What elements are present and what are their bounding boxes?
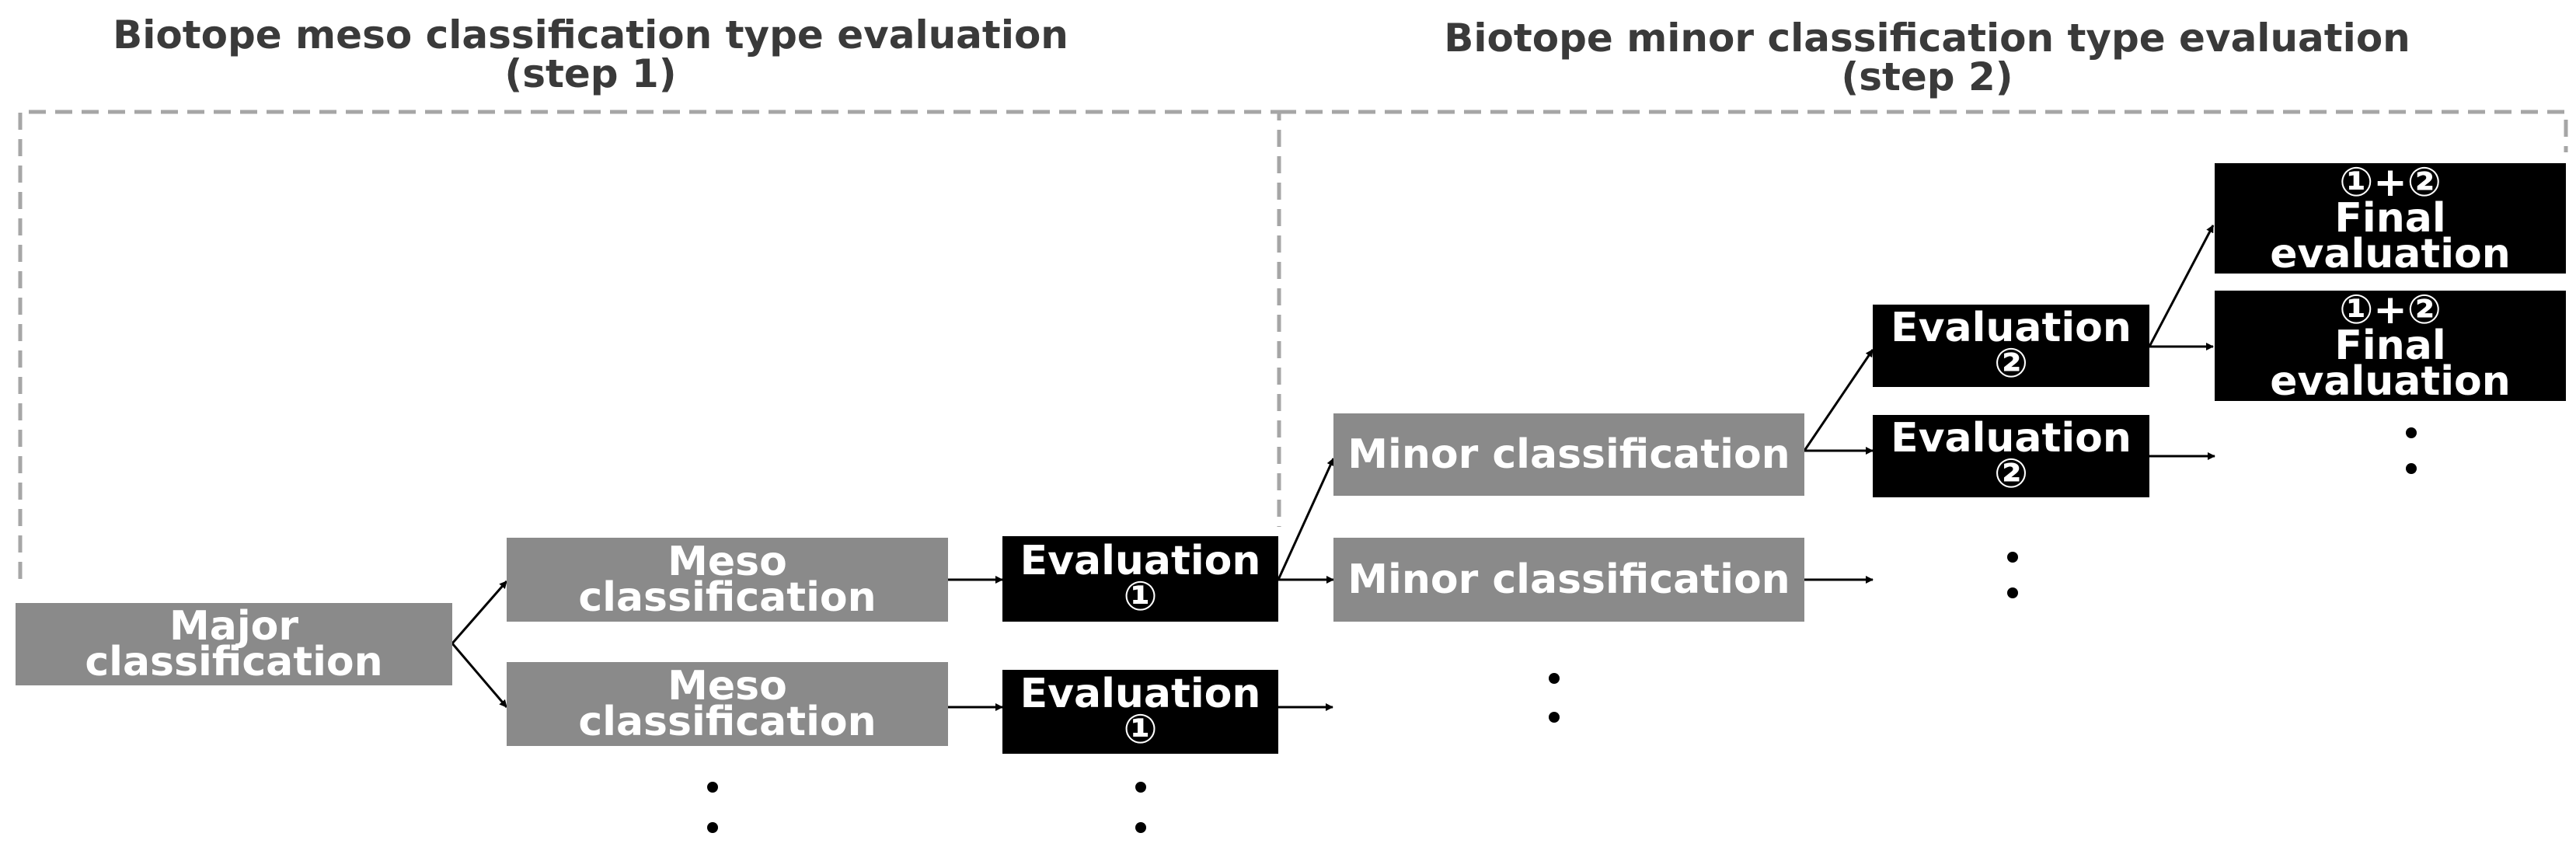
meso-2-label-line1: Meso (668, 663, 787, 709)
ellipsis-dot-meso-1 (707, 782, 718, 793)
minor-classification-box-1: Minor classification (1333, 413, 1804, 496)
meso-1-label-line1: Meso (668, 539, 787, 585)
step2-dashed-frame (1279, 110, 2568, 152)
meso-classification-box-2: Meso classification (507, 662, 948, 746)
eval2-b-label: Evaluation (1891, 415, 2132, 462)
major-label-line2: classification (85, 639, 383, 685)
final-evaluation-box-1: ①+② Final evaluation (2215, 159, 2566, 277)
meso-2-label-line2: classification (578, 699, 877, 745)
step2-title-line1: Biotope minor classification type evalua… (1444, 16, 2410, 61)
minor-1-label: Minor classification (1347, 431, 1790, 478)
ellipsis-dot-eval1-1 (1135, 782, 1146, 793)
step2-title: Biotope minor classification type evalua… (1391, 19, 2463, 96)
ellipsis-dot-minor-1 (1549, 673, 1560, 684)
step1-dashed-frame (18, 110, 1281, 579)
arrow-major-meso1 (451, 580, 508, 644)
final-2-label-line1: Final (2334, 322, 2446, 369)
eval2-a-label: Evaluation (1891, 305, 2132, 351)
major-label-line1: Major (169, 603, 299, 650)
eval2-b-marker: ② (1993, 451, 2029, 497)
arrow-eval2-final1 (2148, 225, 2215, 347)
minor-2-label: Minor classification (1347, 556, 1790, 603)
meso-1-label-line2: classification (578, 574, 877, 621)
final-1-markers: ①+② (2339, 159, 2442, 206)
eval1-b-marker: ① (1123, 706, 1158, 753)
eval1-b-label: Evaluation (1020, 671, 1261, 717)
step1-title: Biotope meso classification type evaluat… (93, 16, 1088, 93)
ellipsis-dot-meso-2 (707, 822, 718, 833)
final-2-markers: ①+② (2339, 287, 2442, 333)
evaluation-1-box-b: Evaluation ① (1002, 670, 1278, 754)
final-1-label-line1: Final (2334, 195, 2446, 242)
evaluation-2-box-a: Evaluation ② (1873, 305, 2149, 387)
ellipsis-dot-minor-2 (1549, 712, 1560, 723)
ellipsis-dot-eval2-1 (2007, 552, 2018, 563)
major-classification-box: Major classification (16, 603, 452, 685)
arrow-major-meso2 (451, 643, 508, 708)
ellipsis-dot-final-2 (2406, 463, 2417, 474)
ellipsis-dot-eval1-2 (1135, 822, 1146, 833)
meso-classification-box-1: Meso classification (507, 538, 948, 622)
step1-title-line1: Biotope meso classification type evaluat… (113, 12, 1068, 58)
arrow-eval1-minor1 (1277, 458, 1335, 580)
eval2-a-marker: ② (1993, 340, 2029, 387)
final-evaluation-box-2: ①+② Final evaluation (2215, 287, 2566, 405)
final-2-label-line2: evaluation (2270, 358, 2511, 405)
arrow-minor1-eval2a (1803, 349, 1874, 451)
ellipsis-dot-final-1 (2406, 427, 2417, 438)
evaluation-2-box-b: Evaluation ② (1873, 415, 2149, 497)
minor-classification-box-2: Minor classification (1333, 538, 1804, 622)
ellipsis-dot-eval2-2 (2007, 587, 2018, 598)
eval1-a-label: Evaluation (1020, 538, 1261, 584)
step2-title-line2: (step 2) (1841, 54, 2013, 99)
evaluation-1-box-a: Evaluation ① (1002, 536, 1278, 622)
final-1-label-line2: evaluation (2270, 231, 2511, 277)
eval1-a-marker: ① (1123, 573, 1158, 620)
step1-title-line2: (step 1) (504, 51, 677, 96)
